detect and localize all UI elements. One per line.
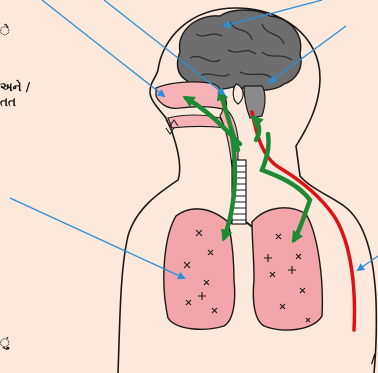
- brainstem: [244, 86, 265, 118]
- label-fragment-4: ું: [0, 336, 10, 350]
- label-fragment-3: તત: [0, 95, 16, 109]
- left-lung: [164, 209, 235, 329]
- nasal-cavity: [156, 82, 227, 110]
- right-lung: [252, 208, 322, 330]
- label-fragment-2: અને /: [0, 80, 30, 94]
- ear: [233, 84, 243, 104]
- pointer-lung: [10, 198, 184, 278]
- label-fragment-1: ે: [0, 24, 10, 38]
- label-fragment-5: /: [371, 352, 375, 366]
- pointer-nose: [42, 0, 164, 96]
- pointer-blood-vessel: [358, 256, 378, 270]
